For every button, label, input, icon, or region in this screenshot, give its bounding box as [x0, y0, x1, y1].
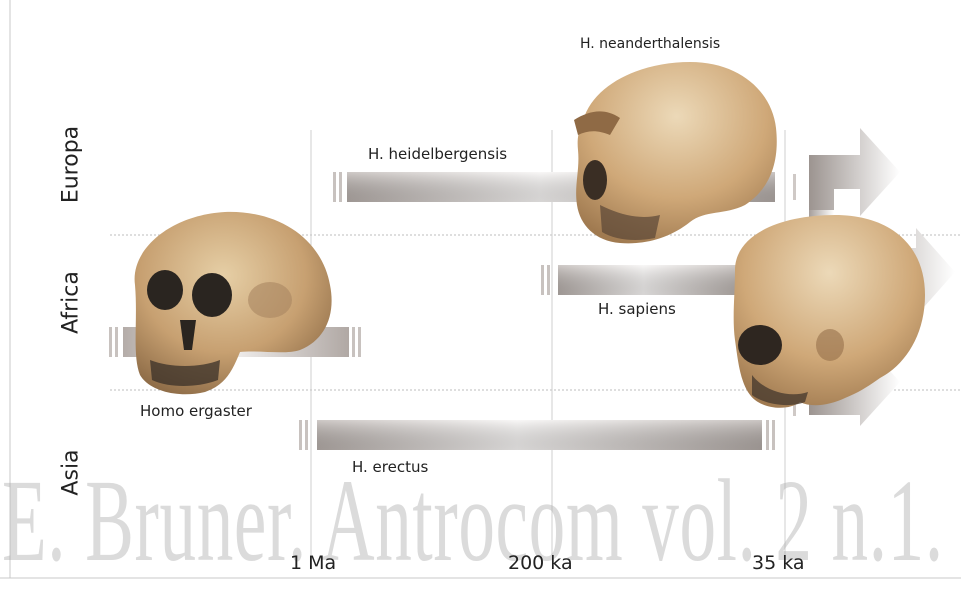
bar-erectus: [299, 420, 775, 450]
label-heidelbergensis: H. heidelbergensis: [368, 145, 507, 163]
bar-sapiens: [541, 265, 748, 295]
label-neanderthalensis: H. neanderthalensis: [580, 36, 720, 52]
label-sapiens: H. sapiens: [598, 300, 676, 318]
arrow-to-europa: [809, 128, 900, 216]
region-label-europa: Europa: [59, 105, 84, 225]
time-tick-1ma: 1 Ma: [290, 552, 336, 574]
time-tick-200ka: 200 ka: [508, 552, 573, 574]
skull-homo-ergaster: [135, 212, 332, 394]
time-tick-35ka: 35 ka: [752, 552, 805, 574]
skull-neanderthalensis: [574, 62, 777, 243]
label-homo-ergaster: Homo ergaster: [140, 402, 252, 420]
region-label-africa: Africa: [59, 243, 84, 363]
